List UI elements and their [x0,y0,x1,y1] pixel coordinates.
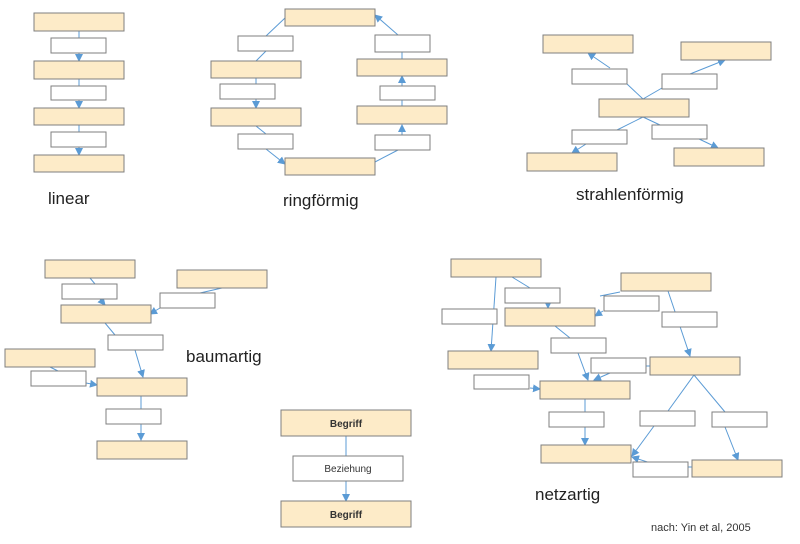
net-relation-g [473,374,530,390]
caption-tree: baumartig [186,347,262,366]
ring-concept-bottom [284,157,376,176]
source-note: nach: Yin et al, 2005 [651,522,751,534]
net-concept-top-left [450,258,542,278]
radial-concept-top-left [542,34,634,54]
tree-concept-left [4,348,96,368]
linear-concept-4 [33,154,125,173]
ring-concept-right-2 [356,105,448,125]
tree-concept-top-left [44,259,136,279]
linear-concept-3 [33,107,125,126]
net-concept-top-right [620,272,712,292]
net-concept-mid-upper [504,307,596,327]
caption-net: netzartig [535,485,600,504]
net-relation-k [632,461,689,478]
radial-concept-bottom-right [673,147,765,167]
linear-concept-2 [33,60,125,80]
net-relation-h [548,411,605,428]
radial-structure: strahlenförmig [526,34,772,204]
ring-concept-top [284,8,376,27]
legend-relation-box [292,455,404,482]
net-concept-center [539,380,631,400]
ring-relation-right-2 [379,85,436,101]
tree-structure: baumartig [4,259,268,460]
net-relation-c [441,308,498,325]
net-concept-bottom-right [691,459,783,478]
net-relation-j [711,411,768,428]
ring-relation-left-1 [237,35,294,52]
net-concept-right [649,356,741,376]
ring-relation-left-2 [219,83,276,100]
ring-relation-left-3 [237,133,294,150]
legend-concept-bottom-text: Begriff [330,510,363,521]
radial-concept-top-right [680,41,772,61]
tree-relation-4 [30,370,87,387]
radial-relation-bottom-right [651,124,708,140]
net-relation-d [661,311,718,328]
legend: Begriff Beziehung Begriff [280,409,412,528]
tree-connectors [49,277,223,441]
legend-concept-bottom-box [280,500,412,528]
tree-relation-3 [107,334,164,351]
caption-ring: ringförmig [283,191,359,210]
tree-relation-5 [105,408,162,425]
ring-structure: ringförmig [210,8,448,210]
caption-radial: strahlenförmig [576,185,684,204]
radial-connectors [571,52,726,154]
linear-relation-1 [50,37,107,54]
caption-linear: linear [48,189,90,208]
ring-concept-right-1 [356,58,448,77]
ring-connectors [252,14,406,165]
network-structure: netzartig [441,258,783,504]
radial-relation-bottom-left [571,129,628,145]
ring-relation-right-1 [374,34,431,53]
linear-relation-3 [50,131,107,148]
radial-concept-center [598,98,690,118]
tree-concept-lower [96,377,188,397]
net-concept-left [447,350,539,370]
net-concept-bottom [540,444,632,464]
radial-concept-bottom-left [526,152,618,172]
legend-relation-text: Beziehung [324,464,371,475]
net-relation-a [504,287,561,304]
tree-concept-top-right [176,269,268,289]
tree-relation-2 [159,292,216,309]
radial-relation-top-right [661,73,718,90]
radial-relation-top-left [571,68,628,85]
tree-relation-1 [61,283,118,300]
linear-structure: linear [33,12,125,208]
ring-concept-left-2 [210,107,302,127]
linear-relation-2 [50,85,107,101]
linear-concept-1 [33,12,125,32]
net-relation-e [550,337,607,354]
net-relation-b [603,295,660,312]
ring-concept-left-1 [210,60,302,79]
ring-relation-right-3 [374,134,431,151]
tree-concept-bottom [96,440,188,460]
net-relation-f [590,357,647,374]
legend-concept-top-box [280,409,412,437]
legend-concept-top-text: Begriff [330,419,363,430]
tree-concept-mid [60,304,152,324]
net-relation-i [639,410,696,427]
